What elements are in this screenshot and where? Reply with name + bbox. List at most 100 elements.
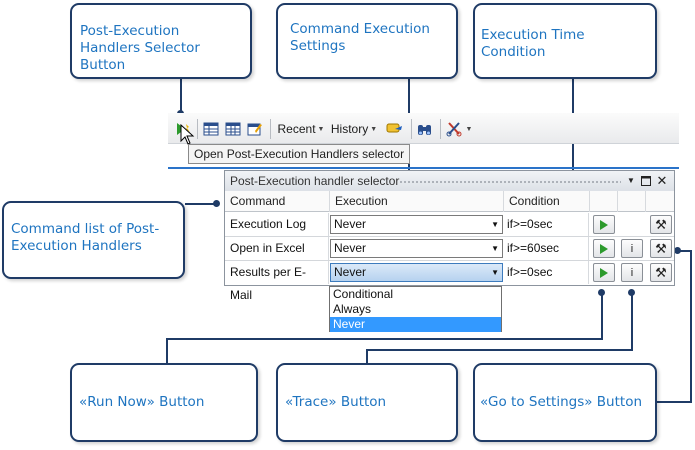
play-icon	[600, 267, 608, 278]
callout-text: Post-Execution Handlers Selector Button	[80, 23, 200, 73]
chevron-down-icon: ▼	[370, 125, 378, 133]
trace-button[interactable]: i	[621, 239, 643, 258]
go-to-settings-button[interactable]: ⚒	[650, 239, 672, 258]
connector-dot-gotoset	[674, 247, 681, 254]
column-header-condition[interactable]: Condition	[504, 191, 590, 212]
chevron-down-icon: ▼	[317, 125, 325, 133]
connector-trace-h	[366, 349, 633, 351]
callout-text: Execution Time Condition	[481, 27, 585, 60]
grid-header: Command Execution Condition	[225, 191, 674, 212]
table-edit-icon[interactable]	[246, 120, 264, 138]
command-cell: Open in Excel	[225, 237, 329, 260]
binoculars-icon[interactable]	[415, 120, 435, 138]
callout-text: Command Execution Settings	[290, 21, 430, 54]
execution-value: Never	[334, 241, 367, 255]
info-icon: i	[630, 242, 634, 255]
execution-value: Never	[334, 217, 367, 231]
column-header-trace	[618, 191, 646, 212]
connector-gotoset-v	[690, 250, 692, 402]
history-hand-icon[interactable]	[384, 120, 404, 138]
table-row: Open in Excel Never ▼ if>=60sec i ⚒	[225, 237, 674, 261]
go-to-settings-button[interactable]: ⚒	[650, 263, 672, 282]
connector-gotoset-h2	[677, 250, 692, 252]
column-header-command[interactable]: Command	[225, 191, 330, 212]
dropdown-option-conditional[interactable]: Conditional	[333, 287, 394, 301]
connector-runnow-v1	[166, 338, 168, 363]
callout-go-to-settings: «Go to Settings» Button	[473, 363, 657, 442]
column-header-run	[590, 191, 618, 212]
connector-runnow-v2	[601, 293, 603, 340]
execution-dropdown-list: Conditional Always Never	[329, 286, 502, 332]
run-now-button[interactable]	[593, 239, 615, 258]
table-row: Results per E-Mail Never ▼ if>=0sec i ⚒	[225, 261, 674, 302]
table-row: Execution Log Never ▼ if>=0sec ⚒	[225, 213, 674, 237]
recent-label: Recent	[277, 122, 316, 136]
recent-dropdown[interactable]: Recent▼	[276, 120, 326, 138]
mouse-cursor-icon	[180, 124, 195, 145]
history-dropdown[interactable]: History▼	[328, 120, 380, 138]
go-to-settings-button[interactable]: ⚒	[650, 215, 672, 234]
play-icon	[600, 219, 608, 230]
column-header-execution[interactable]: Execution	[330, 191, 504, 212]
tooltip: Open Post-Execution Handlers selector	[188, 144, 411, 164]
dropdown-arrow-icon: ▼	[491, 244, 499, 253]
dropdown-arrow-icon: ▼	[491, 220, 499, 229]
toolbar-separator	[270, 119, 271, 139]
condition-cell[interactable]: if>=0sec	[504, 213, 589, 236]
table-view-icon[interactable]	[202, 120, 220, 138]
callout-trace: «Trace» Button	[276, 363, 458, 442]
callout-command-list: Command list of Post-Execution Handlers	[2, 201, 185, 279]
condition-cell[interactable]: if>=60sec	[504, 237, 589, 260]
toolbar-separator	[440, 119, 441, 139]
chevron-down-icon: ▼	[465, 125, 473, 133]
command-cell: Execution Log	[225, 213, 329, 236]
accent-line	[168, 167, 679, 169]
connector-dot-trace	[628, 289, 635, 296]
callout-text: «Trace» Button	[285, 394, 387, 410]
info-icon: i	[630, 266, 634, 279]
execution-select[interactable]: Never ▼	[330, 263, 503, 282]
callout-command-settings: Command Execution Settings	[276, 3, 458, 79]
execution-value: Never	[334, 265, 367, 279]
run-now-button[interactable]	[593, 263, 615, 282]
callout-text: Command list of Post-Execution Handlers	[11, 221, 160, 254]
callout-text: «Run Now» Button	[79, 394, 205, 410]
dropdown-option-never[interactable]: Never	[330, 317, 501, 332]
handler-selector-panel: Post-Execution handler selector ▼ ✕ Comm…	[224, 170, 675, 302]
run-now-button[interactable]	[593, 215, 615, 234]
connector-dot-cmdlist	[213, 200, 220, 207]
condition-cell[interactable]: if>=0sec	[504, 261, 589, 284]
panel-title: Post-Execution handler selector	[230, 174, 400, 188]
play-icon	[600, 243, 608, 254]
callout-run-now: «Run Now» Button	[70, 363, 258, 442]
panel-maximize-icon[interactable]	[639, 173, 653, 189]
tools-icon: ⚒	[655, 217, 667, 232]
connector-runnow-h	[166, 338, 603, 340]
callout-text: «Go to Settings» Button	[480, 394, 643, 410]
callout-handlers-selector: Post-Execution Handlers Selector Button	[70, 3, 252, 79]
connector-handlers	[180, 79, 182, 112]
table-grid-icon[interactable]	[224, 120, 242, 138]
tools-icon: ⚒	[655, 265, 667, 280]
tools-icon: ⚒	[655, 241, 667, 256]
execution-select[interactable]: Never ▼	[330, 215, 503, 234]
panel-grip	[399, 180, 621, 184]
dropdown-option-always[interactable]: Always	[333, 302, 372, 316]
panel-menu-icon[interactable]: ▼	[627, 176, 635, 185]
command-cell: Results per E-Mail	[225, 261, 329, 302]
panel-close-icon[interactable]: ✕	[656, 173, 668, 188]
callout-execution-time: Execution Time Condition	[473, 3, 657, 79]
toolbar-separator	[411, 119, 412, 139]
connector-trace-v1	[366, 349, 368, 363]
trace-button[interactable]: i	[621, 263, 643, 282]
connector-cmdlist-h	[185, 203, 216, 205]
toolbar: Recent▼ History▼ ▼	[168, 113, 679, 144]
connector-trace-v2	[631, 293, 633, 351]
history-label: History	[330, 122, 369, 136]
execution-select[interactable]: Never ▼	[330, 239, 503, 258]
scissors-icon[interactable]: ▼	[444, 120, 474, 138]
connector-gotoset-h1	[657, 401, 692, 403]
dropdown-arrow-icon: ▼	[491, 268, 499, 277]
connector-dot-runnow	[598, 289, 605, 296]
toolbar-separator	[197, 119, 198, 139]
